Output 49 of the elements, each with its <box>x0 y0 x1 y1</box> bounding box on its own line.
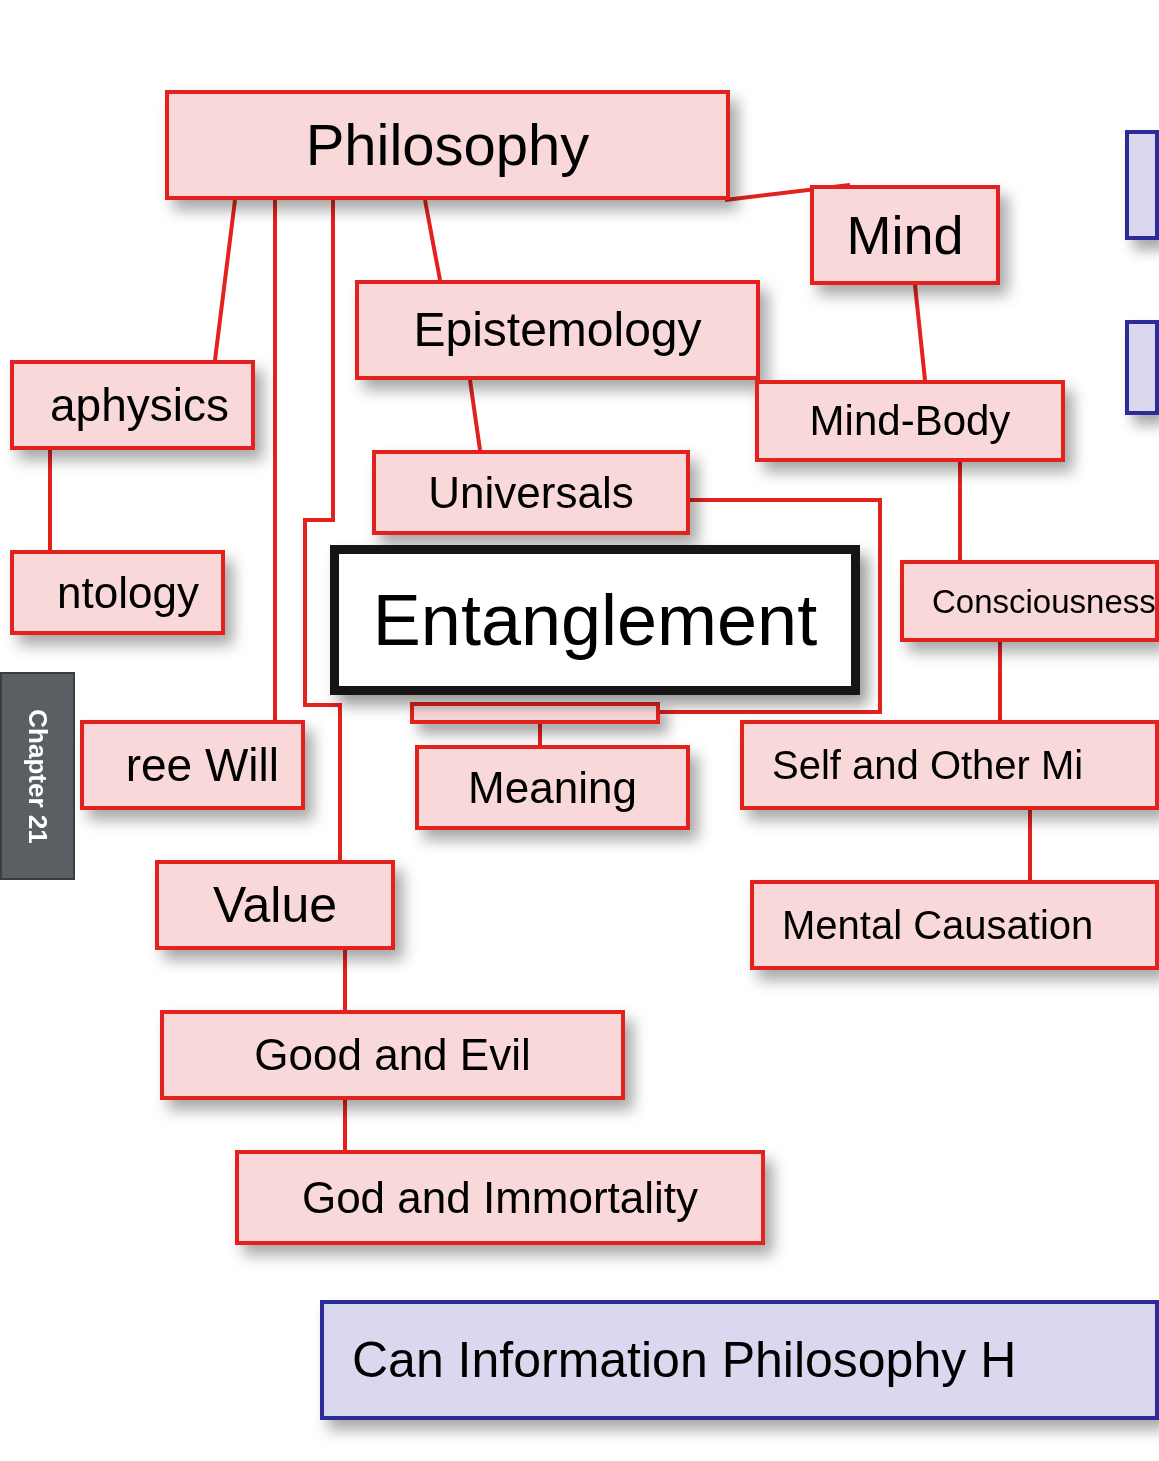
connector-line <box>273 200 277 720</box>
connector-line <box>343 1100 347 1150</box>
box-label: Good and Evil <box>254 1033 531 1077</box>
box-label: Epistemology <box>413 306 702 354</box>
topic-box <box>355 280 760 380</box>
question-box <box>320 1300 1159 1420</box>
box-label: Mind <box>846 208 964 262</box>
topic-box <box>740 720 1159 810</box>
topic-box <box>372 450 690 535</box>
topic-box <box>810 185 1000 285</box>
box-label: Value <box>212 880 338 930</box>
connector-line <box>998 642 1002 720</box>
topic-box <box>10 360 255 450</box>
box-label: ntology <box>57 570 199 615</box>
connector-line <box>538 724 542 745</box>
empty-box <box>410 702 660 724</box>
topic-box <box>155 860 395 950</box>
box-label: Mental Causation <box>782 905 1094 945</box>
connector-line <box>1028 810 1032 880</box>
topic-box <box>415 745 690 830</box>
box-label: Self and Other Mi <box>772 745 1084 785</box>
connector-line <box>48 450 52 550</box>
box-label: Universals <box>428 470 634 515</box>
topic-box <box>160 1010 625 1100</box>
topic-box <box>80 720 305 810</box>
box-label: Meaning <box>468 765 637 810</box>
topic-box <box>750 880 1159 970</box>
connector-line <box>660 498 882 714</box>
empty-box <box>1125 130 1159 240</box>
box-label: Mind-Body <box>809 400 1011 442</box>
connector-line <box>958 462 962 560</box>
topic-box <box>10 550 225 635</box>
connector-line <box>468 379 482 451</box>
title-box <box>330 545 860 695</box>
box-label: Can Information Philosophy H <box>352 1335 1017 1385</box>
box-label: Consciousness <box>932 584 1156 618</box>
topic-box <box>755 380 1065 462</box>
connector-line <box>213 199 237 361</box>
connector-line <box>303 200 342 860</box>
topic-box <box>235 1150 765 1245</box>
connector-line <box>423 199 442 281</box>
box-label: God and Immortality <box>301 1175 699 1220</box>
connector-line <box>913 284 927 381</box>
topic-box <box>900 560 1159 642</box>
box-label: ree Will <box>125 742 279 788</box>
connector-line <box>343 950 347 1010</box>
empty-box <box>1125 320 1159 415</box>
topic-box <box>165 90 730 200</box>
chapter-tab: Chapter 21 <box>0 672 75 880</box>
